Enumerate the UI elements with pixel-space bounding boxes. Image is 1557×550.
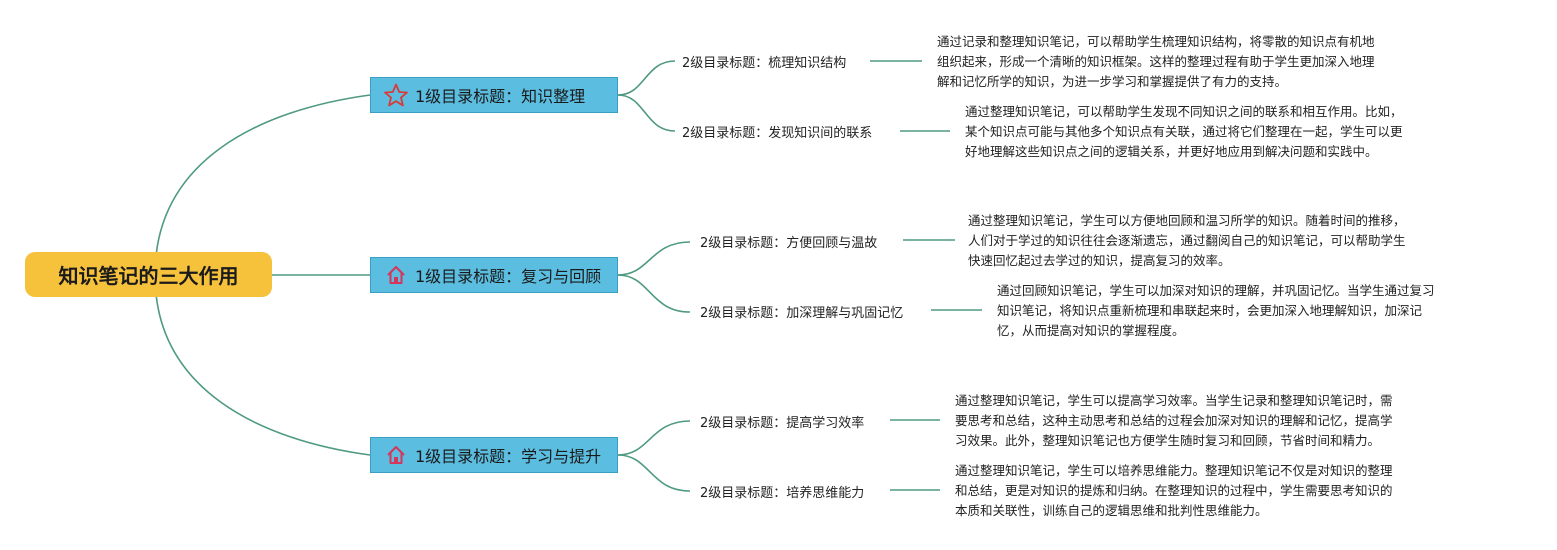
edge-b1-c2 — [617, 94, 676, 132]
subtopic-find-connections[interactable]: 2级目录标题：发现知识间的联系 — [682, 126, 873, 141]
description-line: 忆，从而提高对知识的掌握程度。 — [997, 323, 1185, 338]
description-line: 习效果。此外，整理知识笔记也方便学生随时复习和回顾，节省时间和精力。 — [955, 433, 1381, 448]
description-line: 通过回顾知识笔记，学生可以加深对知识的理解，并巩固记忆。当学生通过复习 — [997, 283, 1435, 298]
edge-b1-c1 — [617, 60, 676, 96]
description-line: 人们对于学过的知识往往会逐渐遗忘，通过翻阅自己的知识笔记，可以帮助学生 — [968, 233, 1406, 248]
root-title: 知识笔记的三大作用 — [58, 264, 239, 288]
description-line: 知识笔记，将知识点重新梳理和串联起来时，会更加深入地理解知识，加深记 — [997, 303, 1423, 318]
branch-title: 1级目录标题：知识整理 — [415, 87, 586, 106]
subtopic-easy-review[interactable]: 2级目录标题：方便回顾与温故 — [700, 236, 878, 251]
branch-knowledge-organizing[interactable]: 1级目录标题：知识整理 — [370, 77, 618, 113]
description-line: 解和记忆所学的知识，为进一步学习和掌握提供了有力的支持。 — [937, 74, 1288, 89]
description-deepen-understanding[interactable]: 通过回顾知识笔记，学生可以加深对知识的理解，并巩固记忆。当学生通过复习 知识笔记… — [997, 281, 1435, 341]
description-line: 通过整理知识笔记，学生可以方便地回顾和温习所学的知识。随着时间的推移， — [968, 213, 1406, 228]
branch-review[interactable]: 1级目录标题：复习与回顾 — [370, 257, 618, 293]
description-line: 好地理解这些知识点之间的逻辑关系，并更好地应用到解决问题和实践中。 — [965, 144, 1378, 159]
description-line: 通过记录和整理知识笔记，可以帮助学生梳理知识结构，将零散的知识点有机地 — [937, 34, 1375, 49]
description-develop-thinking[interactable]: 通过整理知识笔记，学生可以培养思维能力。整理知识笔记不仅是对知识的整理 和总结，… — [955, 461, 1393, 521]
subtopic-deepen-understanding[interactable]: 2级目录标题：加深理解与巩固记忆 — [700, 306, 904, 321]
subtopic-organize-structure[interactable]: 2级目录标题：梳理知识结构 — [682, 56, 847, 71]
description-line: 通过整理知识笔记，可以帮助学生发现不同知识之间的联系和相互作用。比如， — [965, 104, 1403, 119]
edge-root-branch-1 — [154, 94, 371, 276]
branch-title: 1级目录标题：学习与提升 — [415, 447, 602, 466]
root-topic[interactable]: 知识笔记的三大作用 — [25, 252, 272, 297]
description-organize-structure[interactable]: 通过记录和整理知识笔记，可以帮助学生梳理知识结构，将零散的知识点有机地 组织起来… — [937, 32, 1375, 92]
description-line: 和总结，更是对知识的提炼和归纳。在整理知识的过程中，学生需要思考知识的 — [955, 483, 1393, 498]
edge-b3-c1 — [617, 420, 691, 456]
subtopic-develop-thinking[interactable]: 2级目录标题：培养思维能力 — [700, 486, 865, 501]
home-icon — [383, 443, 409, 467]
star-icon — [383, 83, 409, 107]
description-line: 通过整理知识笔记，学生可以培养思维能力。整理知识笔记不仅是对知识的整理 — [955, 463, 1393, 478]
description-improve-efficiency[interactable]: 通过整理知识笔记，学生可以提高学习效率。当学生记录和整理知识笔记时，需 要思考和… — [955, 391, 1393, 451]
edge-b3-c2 — [617, 454, 691, 492]
branch-title: 1级目录标题：复习与回顾 — [415, 267, 602, 286]
description-find-connections[interactable]: 通过整理知识笔记，可以帮助学生发现不同知识之间的联系和相互作用。比如， 某个知识… — [965, 102, 1403, 162]
description-easy-review[interactable]: 通过整理知识笔记，学生可以方便地回顾和温习所学的知识。随着时间的推移， 人们对于… — [968, 211, 1406, 271]
description-line: 快速回忆起过去学过的知识，提高复习的效率。 — [968, 253, 1231, 268]
edge-b2-c1 — [617, 241, 691, 276]
subtopic-improve-efficiency[interactable]: 2级目录标题：提高学习效率 — [700, 416, 865, 431]
description-line: 组织起来，形成一个清晰的知识框架。这样的整理过程有助于学生更加深入地理 — [937, 54, 1375, 69]
description-line: 本质和关联性，训练自己的逻辑思维和批判性思维能力。 — [955, 503, 1268, 518]
edge-b2-c2 — [617, 274, 691, 313]
home-icon — [383, 263, 409, 287]
description-line: 某个知识点可能与其他多个知识点有关联，通过将它们整理在一起，学生可以更 — [965, 124, 1403, 139]
description-line: 通过整理知识笔记，学生可以提高学习效率。当学生记录和整理知识笔记时，需 — [955, 393, 1393, 408]
branch-learning-improvement[interactable]: 1级目录标题：学习与提升 — [370, 437, 618, 473]
description-line: 要思考和总结，这种主动思考和总结的过程会加深对知识的理解和记忆，提高学 — [955, 413, 1393, 428]
edge-root-branch-3 — [154, 274, 371, 456]
